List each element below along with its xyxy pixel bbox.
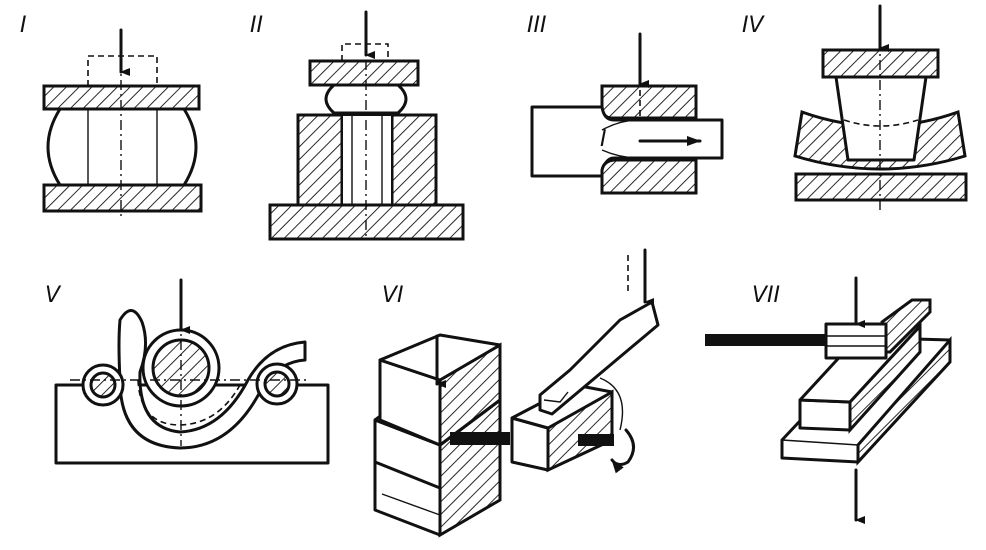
pin (578, 434, 614, 446)
figure-label: VII (752, 283, 780, 308)
figure-label: IV (742, 13, 765, 38)
lower-die (794, 172, 968, 202)
upper-die (600, 84, 698, 120)
figure-label: I (20, 13, 27, 38)
plunger-rod (705, 334, 827, 346)
figure-label: V (45, 283, 62, 308)
upper-die (308, 59, 420, 87)
figure-4-bending: IV (742, 4, 968, 210)
lower-die (600, 158, 698, 195)
right-container (390, 113, 438, 207)
left-container (296, 113, 344, 207)
workpiece-bar (798, 398, 852, 432)
figure-label: VI (382, 283, 404, 308)
inner-label: I (600, 127, 607, 152)
figure-6-bending-anvil: VI (373, 248, 660, 538)
figure-2-extrusion: II (250, 10, 465, 241)
figure-label: III (527, 13, 546, 38)
rotation-arrow (610, 428, 635, 474)
workpiece-head (324, 83, 408, 115)
plunger-head (824, 322, 888, 360)
rod (450, 432, 510, 445)
figure-7-drawing: VII (705, 276, 952, 524)
figure-3-shifting: III I (527, 13, 724, 195)
figure-5-bending-rollers: V (45, 278, 330, 465)
figure-1-upsetting: I (20, 13, 203, 218)
punch (834, 75, 928, 162)
figure-label: II (250, 13, 263, 38)
lower-die (42, 183, 203, 213)
workpiece-barrel (46, 107, 198, 187)
